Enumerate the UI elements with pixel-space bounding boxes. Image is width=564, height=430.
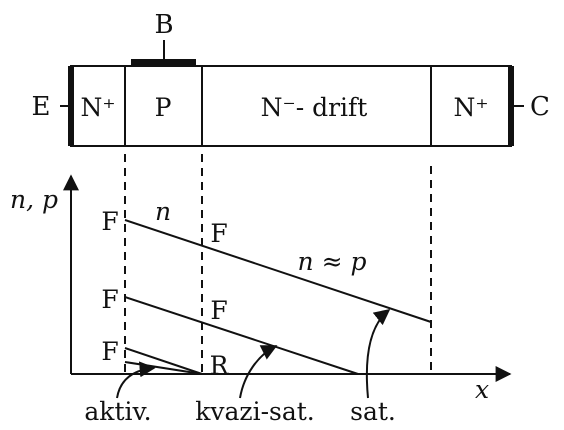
region-emitter-label: N⁺: [80, 93, 115, 122]
profile-active-upper: [124, 347, 203, 375]
region-drift-label: N⁻- drift: [261, 93, 368, 122]
profile-active-lower: [124, 361, 203, 375]
label-f-top-left: F: [101, 207, 118, 236]
x-axis-label: x: [475, 375, 489, 404]
y-axis-label: n, p: [10, 185, 58, 214]
emitter-terminal-label: E: [32, 92, 51, 122]
base-terminal-label: B: [154, 10, 173, 40]
label-n: n: [155, 197, 171, 226]
arrow-saturation: [365, 309, 391, 399]
collector-terminal-label: C: [530, 92, 550, 122]
mode-quasi-saturation-label: kvazi-sat.: [195, 397, 315, 426]
mode-active-label: aktiv.: [84, 397, 151, 426]
label-f-mid-left: F: [101, 285, 118, 314]
profile-quasi-saturation: [124, 296, 359, 375]
region-collector-label: N⁺: [453, 93, 488, 122]
region-base-label: P: [155, 93, 172, 122]
label-n-approx-p: n ≈ p: [298, 247, 367, 276]
arrow-active: [116, 361, 156, 399]
label-f-low-left: F: [101, 337, 118, 366]
mode-saturation-label: sat.: [350, 397, 396, 426]
profile-plot: n, p x F F F n F F R n ≈ p aktiv. kvazi-…: [10, 154, 512, 426]
arrow-quasi-saturation: [239, 345, 278, 399]
label-f-top-right: F: [210, 219, 227, 248]
profile-saturation: [124, 219, 432, 323]
label-r-low-right: R: [210, 351, 230, 380]
label-f-mid-right: F: [210, 296, 227, 325]
device-structure: B E C N⁺ P N⁻- drift N⁺: [32, 10, 550, 147]
